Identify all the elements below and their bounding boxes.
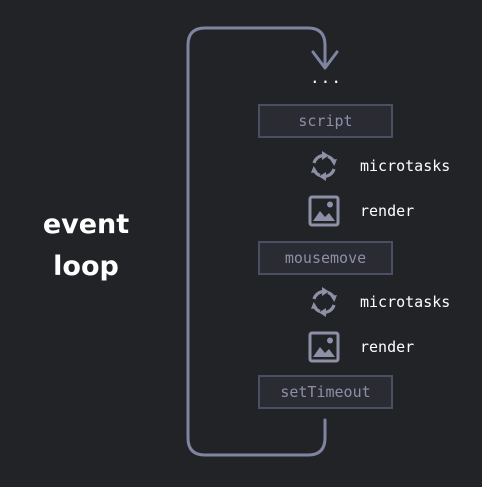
step-microtasks: microtasks bbox=[306, 149, 450, 183]
step-label: render bbox=[360, 202, 415, 220]
image-icon bbox=[306, 194, 342, 228]
ellipsis: ... bbox=[310, 68, 342, 87]
image-icon bbox=[306, 330, 342, 364]
refresh-cycle-icon bbox=[306, 149, 342, 183]
task-script: script bbox=[258, 104, 393, 138]
title-line-1: event bbox=[42, 209, 130, 240]
step-label: microtasks bbox=[360, 157, 451, 175]
title-line-2: loop bbox=[53, 251, 119, 282]
step-label: render bbox=[360, 338, 415, 356]
loop-arrowhead-icon bbox=[311, 50, 339, 70]
task-settimeout: setTimeout bbox=[258, 375, 393, 409]
step-render: render bbox=[306, 194, 414, 228]
step-microtasks: microtasks bbox=[306, 285, 450, 319]
diagram-title: event loop bbox=[30, 204, 142, 288]
step-render: render bbox=[306, 330, 414, 364]
task-mousemove: mousemove bbox=[258, 241, 393, 275]
step-label: microtasks bbox=[360, 293, 451, 311]
refresh-cycle-icon bbox=[306, 285, 342, 319]
